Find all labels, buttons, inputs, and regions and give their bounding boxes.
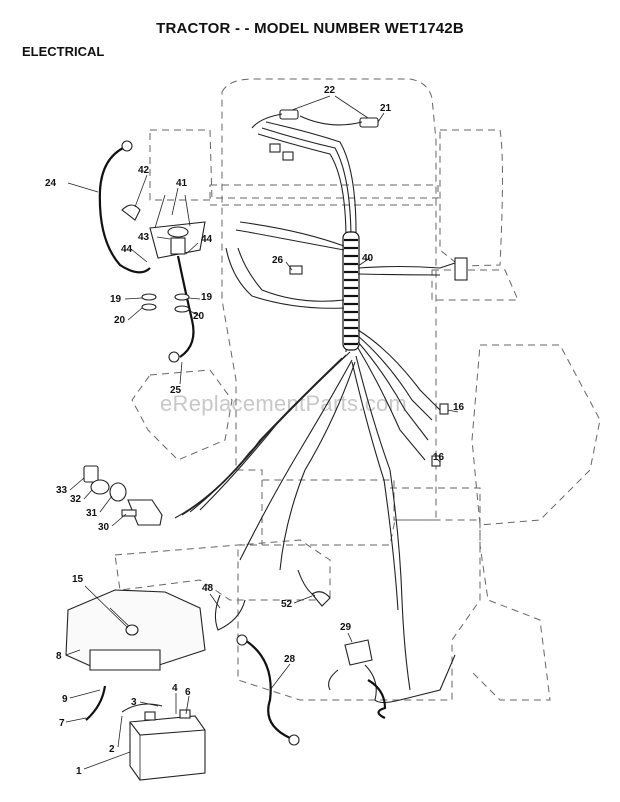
- callout-20-left: 20: [114, 315, 126, 326]
- engine-block: [65, 589, 206, 671]
- callout-16-lower: 16: [433, 452, 445, 463]
- ignition-switch: [83, 465, 163, 526]
- callout-44-left: 44: [121, 244, 133, 255]
- page-title: TRACTOR - - MODEL NUMBER WET1742B: [156, 20, 464, 37]
- callout-7: 7: [59, 718, 65, 729]
- leader-lines: [65, 95, 459, 770]
- callout-15: 15: [72, 574, 84, 585]
- callout-labels: 22 21 24 42 41 43 44 44 19 19 20 20 25 2…: [45, 85, 465, 777]
- callout-25: 25: [170, 385, 182, 396]
- headlight-connectors: [251, 109, 379, 161]
- washers-19-20: [141, 293, 190, 313]
- fuel-line-9-7: [85, 685, 107, 721]
- callout-21: 21: [380, 103, 392, 114]
- callout-22: 22: [324, 85, 336, 96]
- callout-44-right: 44: [201, 234, 213, 245]
- callout-41: 41: [176, 178, 188, 189]
- callout-40: 40: [362, 253, 374, 264]
- battery-cable-24: [98, 140, 151, 274]
- tractor-outline: [114, 78, 601, 701]
- callout-43: 43: [138, 232, 150, 243]
- callout-28: 28: [284, 654, 296, 665]
- battery-cable-28: [236, 634, 300, 746]
- starter-solenoid: [121, 194, 206, 259]
- callout-31: 31: [86, 508, 98, 519]
- callout-19-left: 19: [110, 294, 122, 305]
- callout-3: 3: [131, 697, 137, 708]
- pto-connectors: [214, 569, 331, 631]
- battery: [121, 703, 206, 781]
- callout-19-right: 19: [201, 292, 213, 303]
- callout-52: 52: [281, 599, 293, 610]
- callout-33: 33: [56, 485, 68, 496]
- callout-42: 42: [138, 165, 150, 176]
- callout-2: 2: [109, 744, 115, 755]
- seat-switch-29: [328, 639, 456, 719]
- watermark: eReplacementParts.com: [160, 391, 408, 416]
- right-side-connectors-16: [289, 257, 468, 467]
- callout-8: 8: [56, 651, 62, 662]
- callout-24: 24: [45, 178, 57, 189]
- callout-26: 26: [272, 255, 284, 266]
- section-subtitle: ELECTRICAL: [22, 44, 105, 59]
- callout-4: 4: [172, 683, 178, 694]
- callout-48: 48: [202, 583, 214, 594]
- callout-20-right: 20: [193, 311, 205, 322]
- callout-1: 1: [76, 766, 82, 777]
- callout-9: 9: [62, 694, 68, 705]
- callout-16-upper: 16: [453, 402, 465, 413]
- main-wire-harness: [174, 121, 459, 691]
- callout-29: 29: [340, 622, 352, 633]
- callout-6: 6: [185, 687, 191, 698]
- callout-30: 30: [98, 522, 110, 533]
- starter-cable-25: [168, 255, 195, 363]
- callout-32: 32: [70, 494, 82, 505]
